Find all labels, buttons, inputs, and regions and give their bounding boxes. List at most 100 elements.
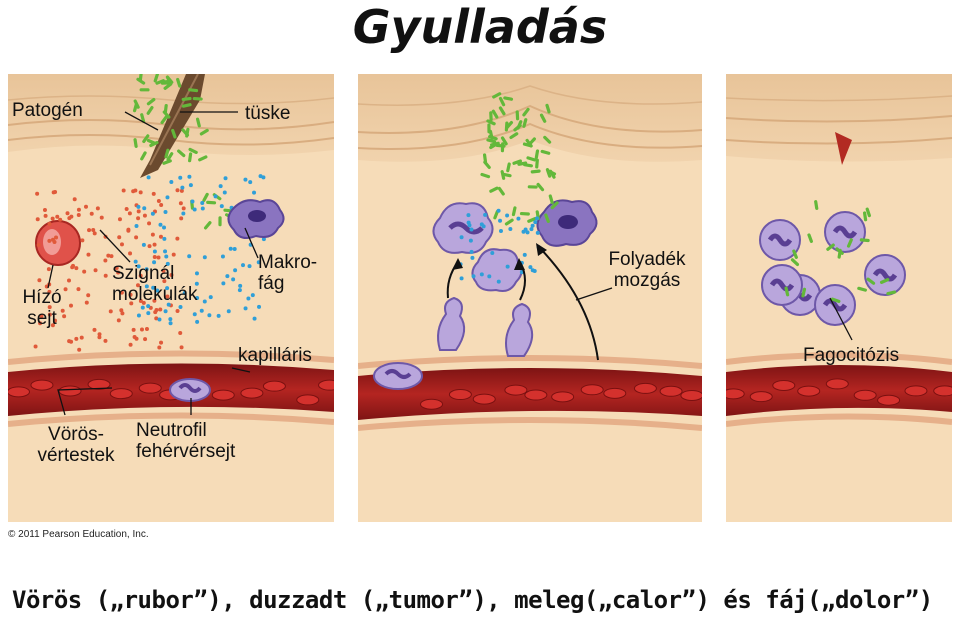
bacterium xyxy=(540,149,551,155)
signal-molecule xyxy=(97,335,102,340)
signal-molecule xyxy=(83,204,88,209)
label-pathogen: Patogén xyxy=(12,100,83,121)
signal-molecule xyxy=(534,216,539,221)
signal-molecule xyxy=(166,302,171,307)
red-blood-cell xyxy=(87,378,111,390)
signal-molecule xyxy=(157,317,162,322)
signal-molecule xyxy=(223,176,228,181)
red-blood-cell xyxy=(659,385,683,397)
signal-molecule xyxy=(116,270,121,275)
red-blood-cell xyxy=(58,385,82,397)
bacterium xyxy=(506,162,511,173)
signal-molecule xyxy=(136,216,141,221)
signal-molecule xyxy=(496,279,501,284)
signal-molecule xyxy=(136,204,141,209)
bacterium xyxy=(535,158,539,169)
signal-molecule xyxy=(232,246,237,251)
bacterium xyxy=(164,148,170,159)
signal-molecule xyxy=(67,339,72,344)
signal-molecule xyxy=(153,310,158,315)
bacterium xyxy=(139,88,150,92)
label-neutrophil-line2: fehérvérsejt xyxy=(136,441,236,462)
signal-molecule xyxy=(247,264,252,269)
bacterium xyxy=(837,248,842,259)
signal-molecule xyxy=(208,295,213,300)
signal-molecule xyxy=(79,335,84,340)
signal-molecule xyxy=(200,206,205,211)
label-neutrophil: Neutrofil fehérvérsejt xyxy=(136,420,235,462)
bacterium xyxy=(176,77,182,88)
bacterium xyxy=(487,123,491,134)
signal-molecule xyxy=(128,251,133,256)
signal-molecule xyxy=(114,266,119,271)
signal-molecule xyxy=(121,188,126,193)
bacterium xyxy=(498,96,506,107)
signal-molecule xyxy=(152,254,157,259)
signal-molecule xyxy=(516,216,521,221)
bacterium xyxy=(188,88,199,93)
signal-molecule xyxy=(163,309,168,314)
label-fluid-line2: mozgás xyxy=(613,270,681,291)
panel-3 xyxy=(726,74,952,522)
signal-molecule xyxy=(218,184,223,189)
bacterium xyxy=(489,111,493,122)
red-blood-cell xyxy=(877,394,901,406)
red-blood-cell xyxy=(524,389,548,401)
red-blood-cell xyxy=(603,387,627,399)
signal-molecule xyxy=(175,236,180,241)
signal-molecule xyxy=(92,327,97,332)
red-blood-cell xyxy=(580,384,604,396)
bacterium xyxy=(504,121,509,132)
bacterium xyxy=(513,123,522,132)
signal-molecule xyxy=(142,213,147,218)
red-blood-cell xyxy=(30,379,54,391)
signal-molecule xyxy=(238,283,243,288)
signal-molecule xyxy=(157,345,162,350)
signal-molecule xyxy=(50,323,55,328)
signal-molecule xyxy=(58,217,63,222)
signal-molecule xyxy=(505,264,510,269)
signal-molecule xyxy=(200,201,205,206)
bacterium xyxy=(536,182,545,192)
signal-molecule xyxy=(164,254,169,259)
signal-molecule xyxy=(37,278,42,283)
bacterium xyxy=(199,128,209,136)
bacterium xyxy=(181,128,190,137)
signal-molecule xyxy=(154,316,159,321)
bacterium xyxy=(526,156,537,162)
bacterium xyxy=(188,147,198,154)
signal-molecule xyxy=(163,209,168,214)
signal-molecule xyxy=(468,238,473,243)
signal-molecule xyxy=(62,314,67,319)
signal-molecule xyxy=(39,313,44,318)
bacterium xyxy=(500,170,506,180)
bacterium xyxy=(480,172,491,179)
bacterium xyxy=(486,138,497,144)
signal-molecule xyxy=(248,180,253,185)
signal-molecule xyxy=(119,290,124,295)
signal-molecule xyxy=(226,309,231,314)
bacterium xyxy=(545,103,551,114)
bacterium xyxy=(826,243,835,251)
label-signal-line2: molekulák xyxy=(112,284,198,305)
signal-molecule xyxy=(155,288,160,293)
signal-molecule xyxy=(471,274,476,279)
bacterium xyxy=(512,159,523,165)
signal-molecule xyxy=(188,183,193,188)
signal-molecule xyxy=(158,222,163,227)
signal-molecule xyxy=(168,321,173,326)
signal-molecule xyxy=(498,229,503,234)
red-blood-cell xyxy=(262,380,286,392)
signal-molecule xyxy=(63,287,68,292)
signal-molecule xyxy=(103,258,108,263)
signal-molecule xyxy=(54,235,59,240)
signal-molecule xyxy=(131,327,136,332)
signal-molecule xyxy=(171,252,176,257)
bacterium xyxy=(515,110,520,121)
bacterium xyxy=(132,102,138,113)
bacterium xyxy=(500,136,508,146)
red-blood-cell xyxy=(551,391,575,403)
signal-molecule xyxy=(252,316,257,321)
signal-molecule xyxy=(158,234,163,239)
bacterium xyxy=(807,233,813,243)
